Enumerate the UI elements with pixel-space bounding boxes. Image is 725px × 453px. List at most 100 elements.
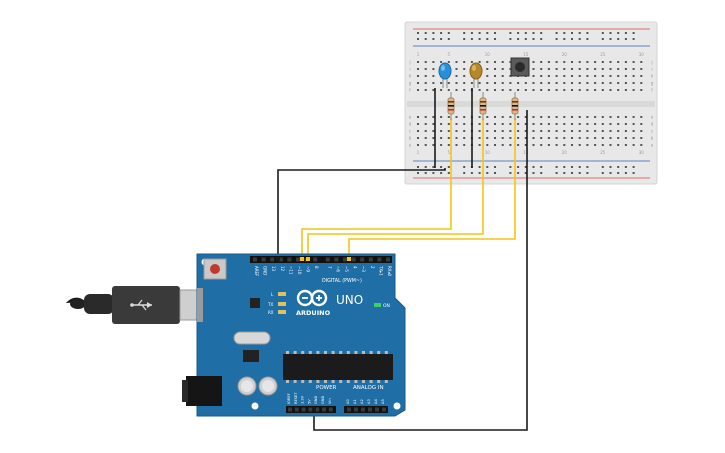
terminal-hole [586,130,589,132]
column-number-top: 25 [600,52,606,57]
terminal-hole [532,137,535,139]
digital-pin-socket[interactable] [325,257,330,262]
terminal-hole [609,116,612,118]
digital-pin-socket[interactable] [270,257,275,262]
analog-pin-socket[interactable] [375,407,379,412]
rail-hole [486,172,489,174]
terminal-hole [417,89,419,91]
terminal-hole [594,137,597,139]
resistor-2[interactable] [479,92,487,120]
digital-pin-socket[interactable] [287,257,292,262]
digital-pin-socket[interactable] [386,257,390,262]
power-pin-socket[interactable] [288,407,292,412]
terminal-hole [501,123,504,125]
wire-yellow-pin4[interactable] [348,118,516,258]
terminal-hole [624,61,627,63]
rail-hole [494,172,496,174]
terminal-hole [624,68,627,70]
terminal-hole [586,68,589,70]
power-pin-socket[interactable] [315,407,320,412]
terminal-hole [501,116,504,118]
terminal-hole [632,68,635,70]
digital-pin-socket[interactable] [368,257,373,262]
terminal-hole [463,137,466,139]
analog-pin-socket[interactable] [347,407,351,412]
power-pin-socket[interactable] [294,407,299,412]
terminal-hole [547,123,550,125]
digital-pin-socket[interactable] [360,257,365,262]
rail-hole [555,172,558,174]
power-pin-label: 5V [307,399,311,404]
rail-hole [494,166,496,168]
terminal-hole [601,130,604,132]
digital-pin-label: TX▸1 [378,265,383,276]
usb-cable[interactable] [66,286,203,324]
power-pin-socket[interactable] [322,407,326,412]
rail-hole [571,166,573,168]
terminal-hole [501,130,504,132]
digital-header[interactable] [250,256,392,263]
power-pin-socket[interactable] [328,407,333,412]
analog-header[interactable] [344,406,388,413]
led-blue[interactable] [438,62,452,88]
chip-pin [346,351,350,354]
rail-hole [447,166,450,168]
terminal-hole [632,89,635,91]
terminal-hole [440,144,443,146]
rail-hole [632,172,635,174]
resistor-1[interactable] [447,92,455,120]
analog-pin-label: A2 [360,399,364,404]
terminal-hole [617,75,620,77]
pushbutton[interactable] [510,57,530,77]
analog-pin-socket[interactable] [368,407,372,412]
terminal-hole [555,116,558,118]
row-letter: c [409,129,411,134]
analog-pin-label: A1 [353,399,357,404]
wire-yellow-pin10[interactable] [307,118,484,258]
terminal-hole [601,89,604,91]
rail-hole [424,38,427,40]
digital-pin-socket[interactable] [296,257,300,262]
digital-pin-socket[interactable] [278,257,283,262]
terminal-hole [563,89,566,91]
wire-gnd-black[interactable] [277,168,446,258]
terminal-hole [417,144,419,146]
resistor-3[interactable] [511,92,519,120]
terminal-hole [440,89,443,91]
rail-hole [632,38,635,40]
digital-pin-socket[interactable] [343,257,347,262]
digital-pin-socket[interactable] [334,257,339,262]
wire-yellow-pin11[interactable] [301,118,452,258]
reset-button[interactable] [203,258,227,280]
led-amber[interactable] [469,62,483,88]
digital-pin-socket[interactable] [351,257,356,262]
digital-pin-socket[interactable] [261,257,266,262]
chip-pin [354,380,358,383]
digital-pin-socket[interactable] [253,257,257,262]
terminal-hole [517,116,520,118]
digital-pin-socket[interactable] [313,257,318,262]
analog-pin-socket[interactable] [382,407,386,412]
terminal-hole [447,89,450,91]
analog-pin-socket[interactable] [354,407,358,412]
terminal-hole [632,61,635,63]
row-letter: a [651,143,654,148]
terminal-hole [555,137,558,139]
crystal-oscillator [233,331,271,345]
analog-pin-socket[interactable] [361,407,365,412]
terminal-hole [601,61,604,63]
rail-hole [447,32,450,34]
row-letter: e [651,115,654,120]
digital-pin-socket[interactable] [377,257,382,262]
terminal-hole [540,123,543,125]
power-pin-socket[interactable] [308,407,313,412]
power-pin-socket[interactable] [301,407,306,412]
terminal-hole [601,137,604,139]
terminal-hole [586,89,589,91]
terminal-hole [540,61,543,63]
terminal-hole [532,123,535,125]
terminal-hole [571,82,573,84]
rail-hole [509,32,512,34]
